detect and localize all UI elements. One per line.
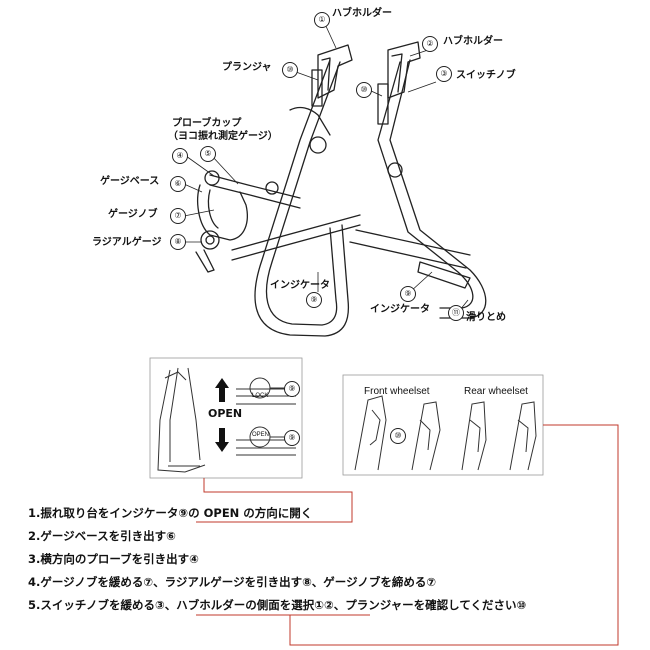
open-mark: OPEN xyxy=(252,432,270,438)
number-badge: ⑩ xyxy=(356,82,372,98)
step-5: 5.スイッチノブを緩める③、ハブホルダーの側面を選択①②、プランジャーを確認して… xyxy=(28,598,527,612)
hub-holder-label: ハブホルダー xyxy=(332,8,392,19)
number-badge: ⑤ xyxy=(200,146,216,162)
number-badge: ⑩ xyxy=(390,428,406,444)
step-2: 2.ゲージベースを引き出す⑥ xyxy=(28,529,176,543)
number-badge: ⑩ xyxy=(282,62,298,78)
step-1: 1.振れ取り台をインジケータ⑨の OPEN の方向に開く xyxy=(28,506,313,520)
number-badge: ④ xyxy=(172,148,188,164)
indicator-label: インジケータ xyxy=(370,304,430,315)
step-3: 3.横方向のプローブを引き出す④ xyxy=(28,552,199,566)
front-wheelset-label: Front wheelset xyxy=(364,386,430,397)
probe-cup-sublabel: （ヨコ振れ測定ゲージ） xyxy=(168,131,278,142)
radial-gauge-label: ラジアルゲージ xyxy=(92,237,162,248)
plunger-label: プランジャ xyxy=(222,62,272,73)
step-4: 4.ゲージノブを緩める⑦、ラジアルゲージを引き出す⑧、ゲージノブを締める⑦ xyxy=(28,575,437,589)
number-badge: ⑨ xyxy=(306,292,322,308)
number-badge: ⑨ xyxy=(284,430,300,446)
probe-cup-label: プローブカップ xyxy=(172,118,242,129)
number-badge: ③ xyxy=(436,66,452,82)
gauge-base-label: ゲージベース xyxy=(100,176,160,187)
number-badge: ⑦ xyxy=(170,208,186,224)
rear-wheelset-label: Rear wheelset xyxy=(464,386,528,397)
indicator-label: インジケータ xyxy=(270,280,330,291)
gauge-knob-label: ゲージノブ xyxy=(108,209,158,220)
number-badge: ⑪ xyxy=(448,305,464,321)
hub-holder-label: ハブホルダー xyxy=(443,36,503,47)
number-badge: ① xyxy=(314,12,330,28)
number-badge: ② xyxy=(422,36,438,52)
slip-stop-label: 滑りとめ xyxy=(466,312,506,323)
open-label: OPEN xyxy=(208,407,243,420)
number-badge: ⑧ xyxy=(170,234,186,250)
switch-knob-label: スイッチノブ xyxy=(456,70,516,81)
number-badge: ⑨ xyxy=(400,286,416,302)
number-badge: ⑥ xyxy=(170,176,186,192)
lock-mark: LOCK xyxy=(252,393,269,399)
number-badge: ⑨ xyxy=(284,381,300,397)
